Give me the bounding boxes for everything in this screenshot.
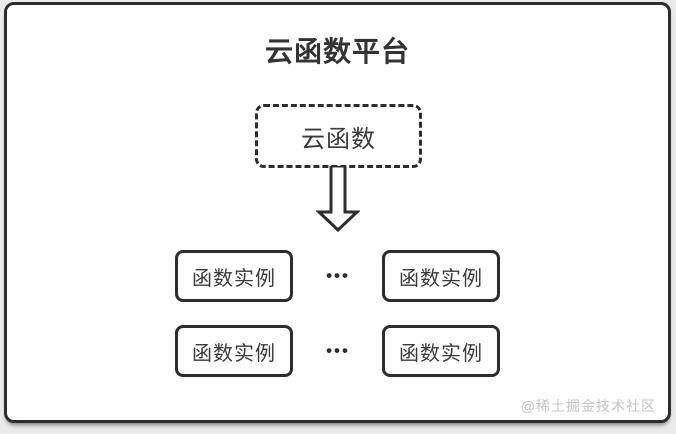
function-instance-label: 函数实例 (399, 267, 483, 290)
ellipsis-dots: ••• (326, 341, 350, 360)
diagram-title: 云函数平台 (264, 36, 410, 67)
function-instance-label: 函数实例 (192, 267, 276, 290)
function-instance-box: 函数实例 (382, 325, 500, 377)
function-instance-label: 函数实例 (399, 342, 483, 365)
down-arrow-icon (316, 166, 360, 232)
cloud-function-box: 云函数 (255, 104, 422, 168)
function-instance-label: 函数实例 (192, 342, 276, 365)
diagram-frame: 云函数平台 云函数 函数实例 ••• 函数实例 函数实例 ••• 函数实例 @稀… (4, 2, 671, 423)
function-instance-box: 函数实例 (175, 250, 293, 302)
ellipsis-dots: ••• (326, 266, 350, 285)
cloud-function-label: 云函数 (301, 125, 376, 153)
function-instance-box: 函数实例 (382, 250, 500, 302)
watermark-text: @稀土掘金技术社区 (520, 398, 656, 414)
function-instance-box: 函数实例 (175, 325, 293, 377)
